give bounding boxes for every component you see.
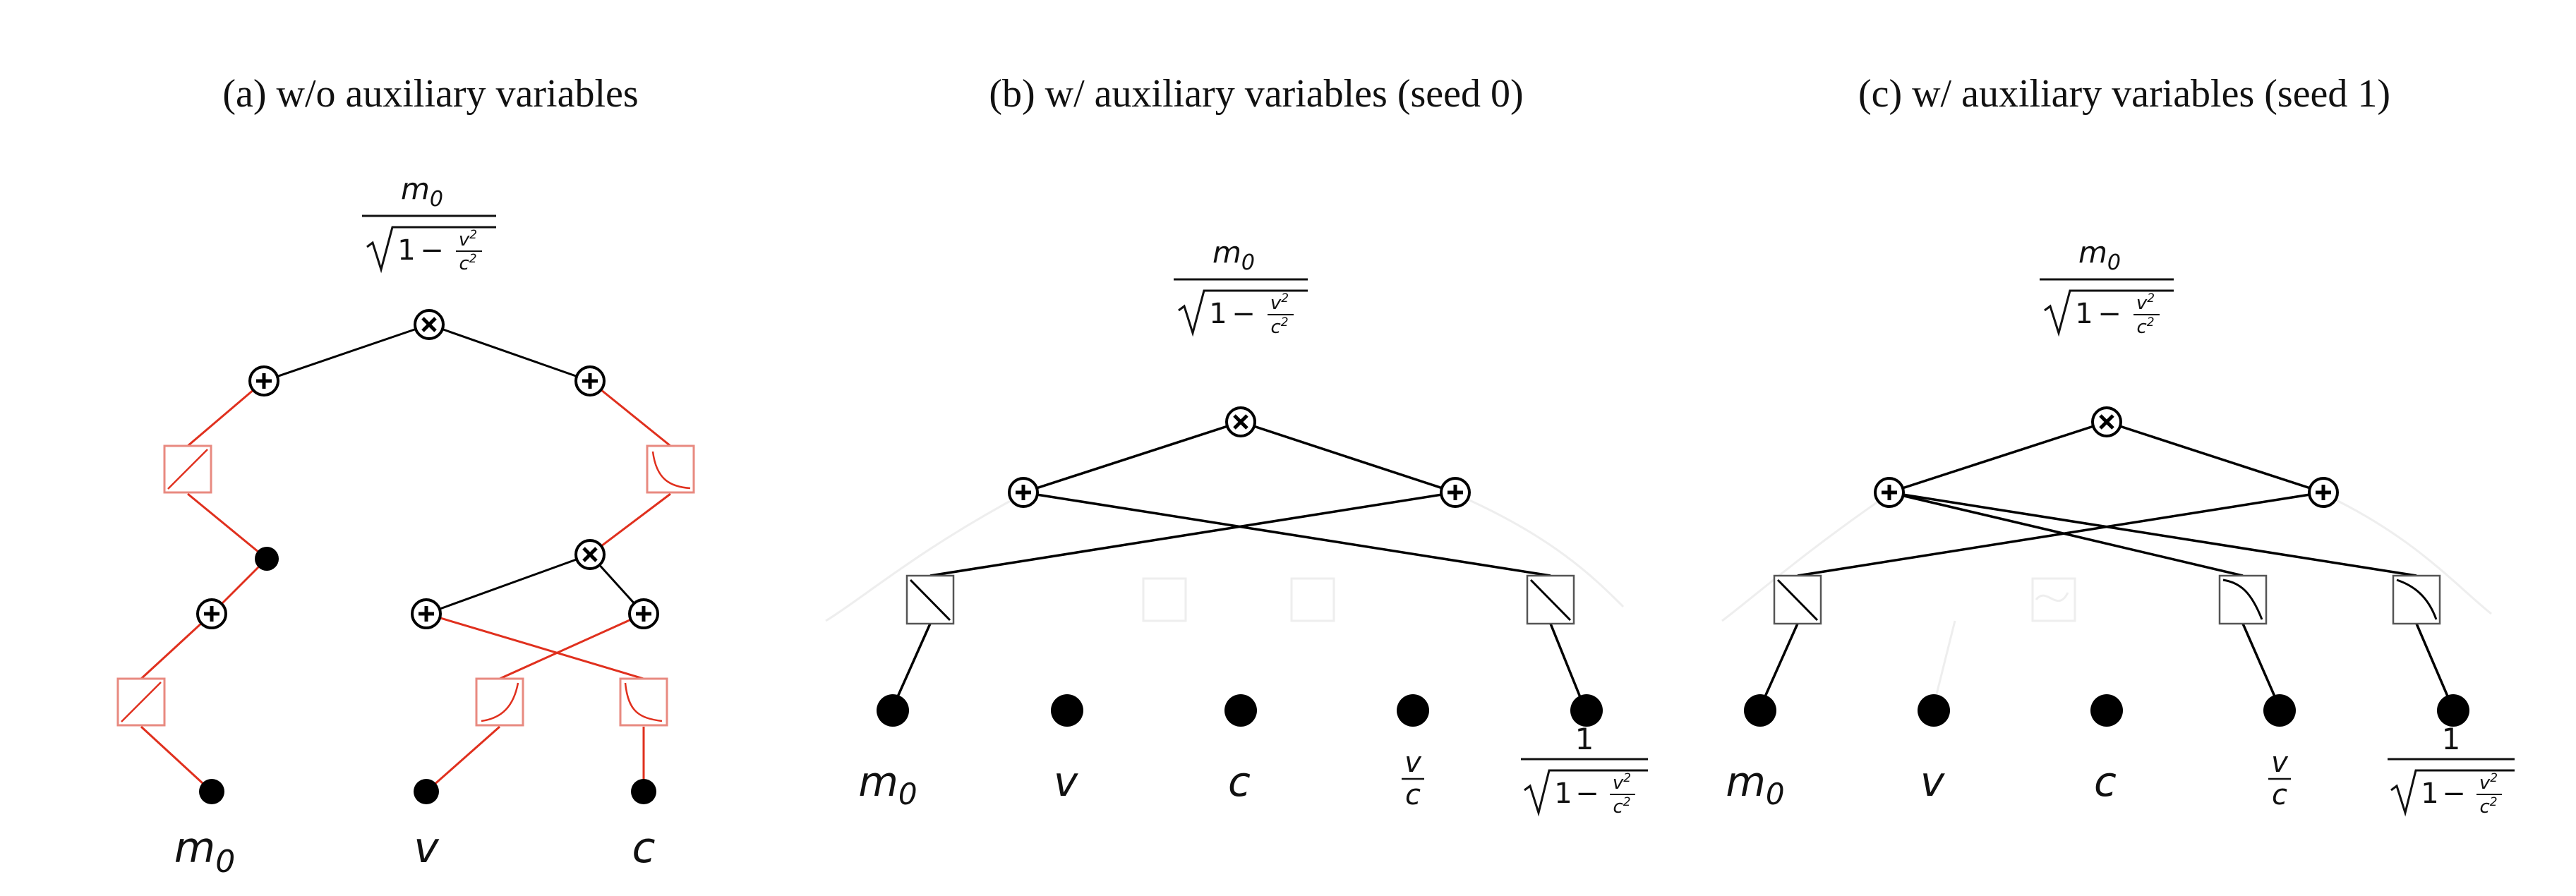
sum-node	[198, 600, 226, 628]
activation-box	[2392, 574, 2441, 625]
panel-b-title: (b) w/ auxiliary variables (seed 0)	[989, 72, 1524, 116]
input-label-v-over-c: v c	[1402, 746, 1424, 811]
activation-box	[1773, 574, 1822, 625]
input-node	[414, 779, 439, 804]
activation-box	[475, 677, 524, 727]
faint-edges	[825, 492, 1625, 622]
pruned-edges	[140, 380, 671, 793]
sum-node	[250, 367, 278, 395]
input-node	[2263, 694, 2296, 727]
sum-node	[576, 367, 604, 395]
input-label-v: v	[414, 823, 440, 873]
input-label-v: v	[1920, 758, 1946, 806]
input-node	[1051, 694, 1083, 727]
input-label-c: c	[632, 823, 656, 873]
input-node	[2090, 694, 2123, 727]
input-label-m0: m0	[1726, 758, 1784, 811]
mult-node	[576, 540, 604, 569]
sum-node	[412, 600, 440, 628]
activation-box	[619, 677, 668, 727]
panel-a-output-formula	[361, 170, 498, 276]
panel-b: m0 v c v c	[825, 234, 1649, 819]
input-node	[631, 779, 656, 804]
input-label-m0: m0	[174, 823, 235, 880]
input-node	[1224, 694, 1257, 727]
panel-c-title: (c) w/ auxiliary variables (seed 1)	[1858, 72, 2391, 116]
faint-edges	[1721, 492, 2492, 706]
active-edges	[1759, 420, 2454, 708]
input-label-c: c	[1228, 758, 1251, 806]
panel-a: m0 v c	[116, 170, 695, 880]
activation-box	[163, 444, 212, 494]
svg-text:c: c	[1405, 779, 1421, 811]
mult-node	[2093, 408, 2121, 436]
input-label-reciprocal	[2386, 720, 2516, 819]
hidden-node	[255, 547, 279, 571]
sum-node	[1875, 478, 1903, 507]
input-label-v: v	[1054, 758, 1079, 806]
input-node	[1397, 694, 1429, 727]
mult-node	[415, 310, 443, 339]
input-node	[877, 694, 909, 727]
input-label-m0: m0	[858, 758, 917, 811]
panel-c: m0 v c v c	[1721, 234, 2516, 819]
input-node	[1918, 694, 1950, 727]
activation-box	[1526, 574, 1575, 625]
sum-node	[2309, 478, 2337, 507]
panel-c-output-formula	[2038, 234, 2175, 339]
svg-text:v: v	[1404, 746, 1422, 779]
sum-node	[630, 600, 658, 628]
sum-node	[1441, 478, 1469, 507]
edge	[263, 323, 430, 382]
input-label-v-over-c: v c	[2268, 746, 2291, 811]
activation-box	[646, 444, 695, 494]
svg-text:c: c	[2272, 779, 2287, 811]
input-node	[1570, 694, 1603, 727]
input-node	[1744, 694, 1776, 727]
input-label-reciprocal	[1519, 720, 1649, 819]
input-node	[199, 779, 224, 804]
activation-box	[2218, 574, 2268, 625]
input-label-c: c	[2094, 758, 2117, 806]
edge	[428, 323, 591, 382]
activation-box	[116, 677, 166, 727]
svg-text:v: v	[2271, 746, 2289, 779]
panel-b-output-formula	[1172, 234, 1309, 339]
mult-node	[1227, 408, 1255, 436]
active-edges	[891, 420, 1586, 708]
edge	[426, 553, 591, 615]
activation-box	[905, 574, 955, 625]
panel-a-title: (a) w/o auxiliary variables	[222, 72, 639, 116]
sum-node	[1009, 478, 1037, 507]
input-node	[2437, 694, 2469, 727]
